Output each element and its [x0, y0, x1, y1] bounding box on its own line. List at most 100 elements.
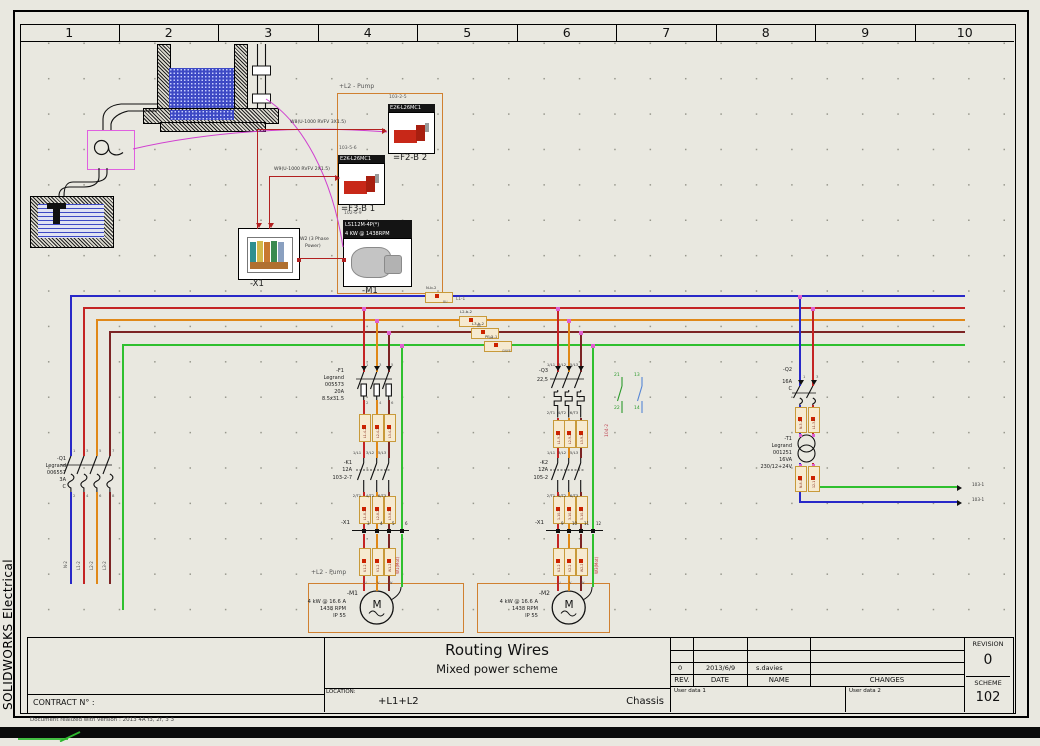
wire-marker-label: L1-9-2	[557, 433, 561, 444]
down-arrow	[385, 366, 392, 371]
wire-segment[interactable]	[83, 307, 85, 456]
wire-segment[interactable]	[96, 492, 98, 584]
schematic-label: W1(Mot)	[395, 556, 400, 574]
wire-segment[interactable]	[109, 492, 111, 584]
wire-segment[interactable]	[812, 307, 814, 386]
wire-segment[interactable]	[269, 176, 338, 178]
schematic-label: -Q2	[782, 367, 792, 373]
wire-segment[interactable]	[70, 492, 72, 584]
wire-segment[interactable]	[401, 534, 403, 587]
schematic-label: 104-2	[605, 423, 610, 437]
component-f2-b2[interactable]	[388, 112, 435, 154]
schematic-label: 4	[380, 521, 383, 526]
cable-tag[interactable]	[471, 327, 499, 339]
wire-marker-dot	[810, 476, 815, 480]
wire-segment[interactable]	[799, 295, 801, 386]
junction-dot	[811, 463, 815, 467]
wire-segment[interactable]	[83, 492, 85, 584]
schematic-label: 21	[614, 373, 620, 378]
component-m1-photo[interactable]	[343, 238, 412, 287]
column-header-1: 1	[20, 24, 120, 41]
schematic-label: 006557	[46, 470, 66, 476]
wire-segment[interactable]	[376, 319, 378, 372]
component-f3-b1[interactable]	[338, 163, 385, 205]
wire-segment[interactable]	[298, 258, 344, 260]
schematic-label: -X1	[341, 520, 350, 526]
wire-marker-label: U2-2	[557, 564, 561, 572]
terminal-photo	[247, 237, 293, 273]
down-arrow	[360, 366, 367, 371]
wire-segment[interactable]	[592, 534, 594, 587]
wire-segment[interactable]	[592, 344, 594, 529]
down-arrow	[373, 366, 380, 371]
wire-segment[interactable]	[109, 331, 965, 333]
cable-tag[interactable]	[425, 291, 453, 303]
wire-segment[interactable]	[568, 319, 570, 372]
wire-segment[interactable]	[388, 331, 390, 372]
wire-marker-label: W1-2	[388, 563, 392, 572]
location-box-motor2[interactable]	[477, 583, 610, 633]
schematic-label: 2/T1	[352, 493, 362, 498]
right-arrow	[957, 499, 962, 506]
wire-segment[interactable]	[269, 177, 271, 229]
location-chassis: Chassis	[626, 696, 664, 707]
wire-marker-dot	[386, 507, 391, 511]
wire-segment[interactable]	[812, 486, 959, 488]
schematic-label: 4/T2	[557, 410, 567, 415]
reservoir-inlet-cap	[47, 203, 66, 209]
schematic-label: 102-6-9	[344, 211, 362, 216]
schematic-label: Legrand	[771, 443, 792, 449]
wire-segment[interactable]	[83, 307, 965, 309]
wire-marker-dot	[386, 425, 391, 429]
schematic-label: 22	[614, 406, 620, 411]
wire-marker-dot	[361, 425, 366, 429]
wire-segment[interactable]	[352, 530, 409, 532]
wire-segment[interactable]	[109, 331, 111, 456]
wire-segment[interactable]	[257, 129, 385, 131]
wire-segment[interactable]	[122, 344, 124, 610]
tank-right-wall	[234, 44, 248, 112]
schematic-label: W3(Mot)	[594, 556, 599, 574]
right-arrow	[382, 127, 387, 134]
wire-segment[interactable]	[122, 344, 965, 346]
wire-segment[interactable]	[96, 319, 98, 456]
schematic-label: -F1	[336, 368, 344, 374]
wire-segment[interactable]	[580, 331, 582, 372]
schematic-label: N-2	[63, 561, 68, 568]
schematic-label: 5/L3	[377, 450, 387, 455]
wire-segment[interactable]	[557, 307, 559, 372]
wire-segment[interactable]	[96, 319, 965, 321]
column-header-9: 9	[816, 24, 916, 41]
wire-marker-dot	[555, 559, 560, 563]
sensor-tip	[425, 123, 429, 132]
sheet-subtitle: Mixed power scheme	[436, 662, 558, 676]
component-x1-photo[interactable]	[238, 228, 300, 280]
wire-segment[interactable]	[257, 130, 259, 229]
wire-marker-dot	[810, 417, 815, 421]
schematic-label: 22,5	[536, 377, 548, 383]
wire-segment[interactable]	[799, 501, 959, 503]
wire-segment[interactable]	[401, 344, 403, 529]
cable-tag[interactable]	[459, 315, 487, 327]
terminal-dot	[386, 528, 392, 534]
schematic-label: 1/L1	[546, 450, 556, 455]
cable-tag[interactable]	[484, 340, 512, 352]
schematic-label: 001251	[772, 450, 792, 456]
sheet-outer-border	[13, 10, 1029, 718]
tank-base-liquid	[170, 110, 234, 120]
wire-segment[interactable]	[70, 295, 965, 297]
wire-segment[interactable]	[70, 295, 72, 456]
wire-segment[interactable]	[363, 307, 365, 372]
pump-symbol-box[interactable]	[87, 130, 135, 170]
location-box-motor1[interactable]	[308, 583, 464, 633]
schematic-label: 5/L3	[569, 362, 579, 367]
rev-header-rev: REV.	[674, 676, 690, 684]
schematic-label: -Q1	[56, 456, 66, 462]
schematic-label: 103-2-7	[332, 475, 352, 481]
wire-marker-label: 5-10-2	[580, 509, 584, 520]
schematic-label: 4/T2	[365, 493, 375, 498]
junction-dot	[297, 258, 301, 262]
schematic-label: IP 55	[333, 613, 346, 619]
scheme-label: SCHEME	[974, 679, 1002, 687]
wire-segment[interactable]	[546, 530, 603, 532]
